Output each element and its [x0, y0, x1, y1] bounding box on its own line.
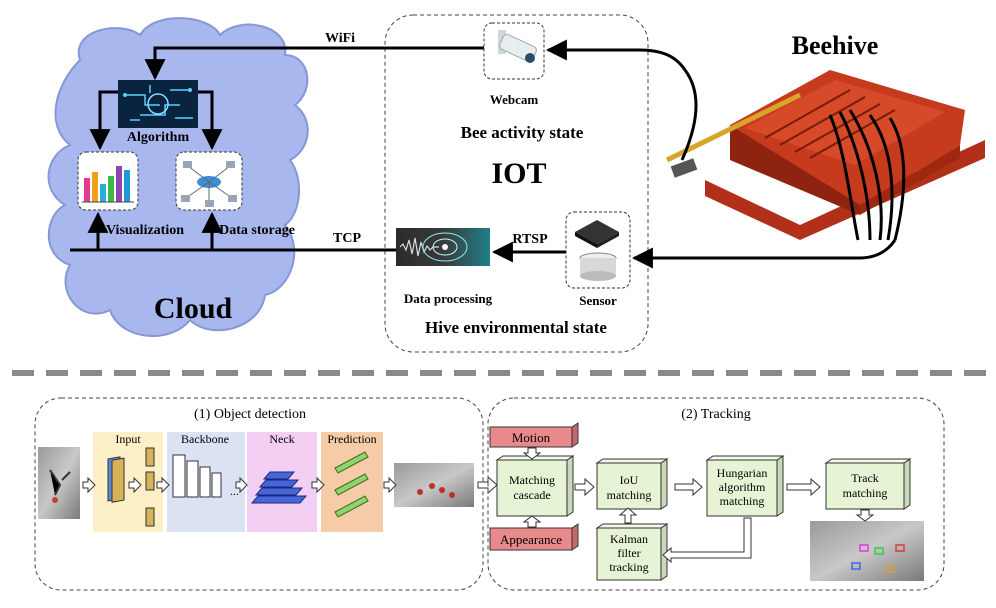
- motion-label: Motion: [512, 430, 551, 445]
- hungarian-box: [705, 455, 785, 517]
- iou-line1: IoU: [620, 473, 639, 487]
- webcam-icon: [498, 30, 537, 63]
- data-storage-label: Data storage: [219, 223, 295, 238]
- tracking-arrows: [522, 447, 875, 564]
- iot-label: IOT: [491, 157, 546, 190]
- object-detection-region: [34, 397, 484, 591]
- kalman-line3: tracking: [609, 560, 648, 574]
- beehive-label: Beehive: [792, 31, 879, 60]
- object-detection-title: (1) Object detection: [194, 407, 306, 422]
- visualization-label: Visualization: [106, 223, 184, 238]
- tracking-region: [487, 397, 945, 591]
- detection-output-photo: [394, 463, 474, 507]
- tracking-title: (2) Tracking: [681, 407, 751, 422]
- input-blocks: [107, 447, 155, 527]
- neck-pyramid: [250, 471, 308, 504]
- iou-line2: matching: [607, 488, 652, 502]
- kalman-line1: Kalman: [610, 532, 648, 546]
- network-icon: [181, 161, 237, 207]
- tracking-output-photo: [810, 521, 924, 581]
- input-label: Input: [115, 432, 141, 446]
- track-line2: matching: [843, 486, 888, 500]
- backbone-label: Backbone: [181, 432, 229, 446]
- hungarian-line2: algorithm: [719, 480, 766, 494]
- cloud-label: Cloud: [154, 292, 233, 325]
- appearance-label: Appearance: [500, 532, 562, 547]
- beehive-illustration: [665, 70, 985, 240]
- sensor-label: Sensor: [579, 293, 617, 308]
- prediction-label: Prediction: [327, 432, 376, 446]
- kalman-line2: filter: [617, 546, 640, 560]
- track-matching-box: [824, 458, 912, 510]
- hungarian-line3: matching: [720, 494, 765, 508]
- bee-activity-label: Bee activity state: [461, 123, 584, 142]
- algorithm-label: Algorithm: [127, 130, 190, 145]
- matching-cascade-box: [495, 455, 575, 517]
- bar-chart-icon: [82, 166, 134, 203]
- iot-region: [384, 14, 649, 353]
- webcam-label: Webcam: [490, 92, 539, 107]
- motion-box: [489, 422, 579, 448]
- backbone-ellipsis: ...: [230, 484, 239, 498]
- backbone-blocks: [172, 454, 222, 498]
- matching-cascade-line2: cascade: [513, 488, 550, 502]
- tcp-label: TCP: [333, 231, 361, 246]
- kalman-box: [595, 523, 669, 581]
- hungarian-line1: Hungarian: [717, 466, 768, 480]
- wifi-label: WiFi: [325, 31, 355, 46]
- top-flow-arrows: [70, 39, 860, 269]
- beehive-cables: [639, 48, 906, 260]
- track-line1: Track: [851, 471, 879, 485]
- input-photo: [38, 447, 80, 519]
- appearance-box: [489, 523, 579, 551]
- cloud-arrows: [87, 90, 223, 250]
- waveform-icon: [396, 228, 490, 266]
- neck-label: Neck: [269, 432, 294, 446]
- rtsp-label: RTSP: [512, 232, 548, 247]
- sensor-icon: [579, 252, 617, 281]
- data-processing-label: Data processing: [404, 291, 493, 306]
- chip-icon: [575, 220, 619, 248]
- matching-cascade-line1: Matching: [509, 473, 555, 487]
- algorithm-icon: [118, 80, 198, 128]
- hive-environmental-label: Hive environmental state: [425, 318, 607, 337]
- prediction-blocks: [334, 451, 369, 518]
